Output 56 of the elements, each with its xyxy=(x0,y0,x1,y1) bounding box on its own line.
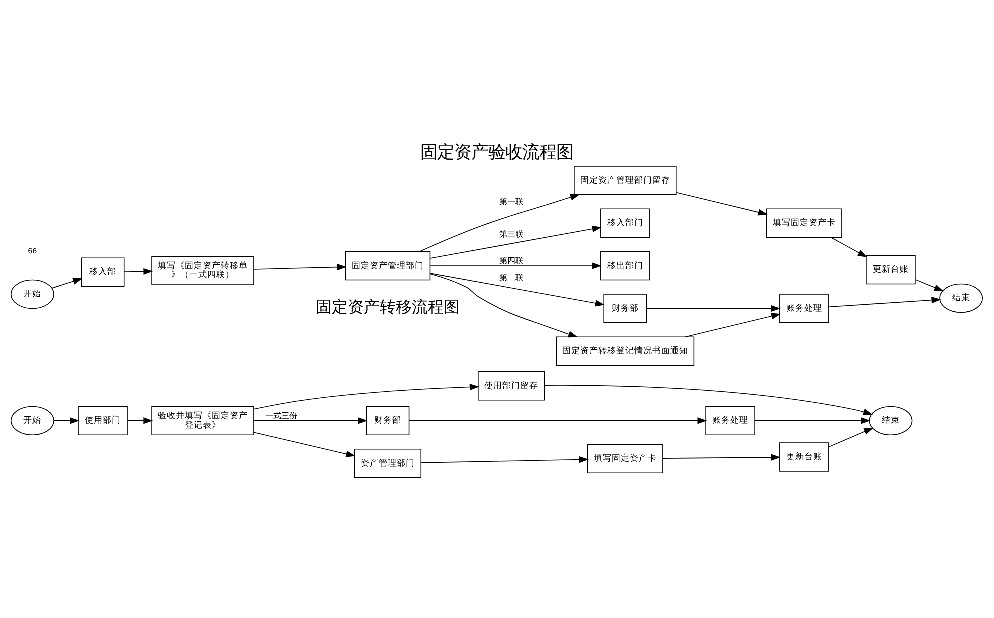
arrow xyxy=(685,312,782,337)
arrow xyxy=(420,456,589,463)
arrow xyxy=(254,432,356,457)
label: 固定资产转移流程图 xyxy=(316,297,460,316)
node-box: 财务部 xyxy=(366,406,410,436)
node-box: 使用部门留存 xyxy=(478,371,546,400)
node-box: 移入部门 xyxy=(600,208,650,238)
arrow xyxy=(124,268,154,275)
node-box: 固定资产转移登记情况书面通知 xyxy=(556,336,695,366)
arrow xyxy=(430,262,602,269)
arrow xyxy=(544,384,874,415)
arrow xyxy=(676,192,768,216)
node-box: 填写《固定资产转移单》（一式四联） xyxy=(152,256,254,285)
edge-label: 第三联 xyxy=(500,229,524,238)
edge-label: 一式三份 xyxy=(266,411,298,420)
node-box: 移出部门 xyxy=(600,250,650,280)
arrow xyxy=(254,383,480,410)
node-box: 验收并填写《固定资产登记表》 xyxy=(152,406,254,436)
arrow xyxy=(646,304,781,312)
node-box: 填写固定资产卡 xyxy=(588,444,664,473)
arrow xyxy=(754,417,871,424)
arrow xyxy=(52,278,83,288)
diagram-title: 固定资产验收流程图 xyxy=(420,142,574,163)
node-box: 固定资产管理部门 xyxy=(345,250,431,280)
node-box: 填写固定资产卡 xyxy=(766,208,842,238)
edge-label: 第二联 xyxy=(500,272,524,282)
arrow xyxy=(254,264,347,270)
arrow xyxy=(54,417,80,424)
edge-label: 第一联 xyxy=(500,196,524,206)
arrow xyxy=(127,417,154,424)
arrow xyxy=(254,417,368,424)
node-ellipse: 开始 xyxy=(10,279,54,309)
node-ellipse: 结束 xyxy=(940,283,984,313)
arrow xyxy=(430,273,578,338)
node-box: 账务处理 xyxy=(780,294,830,323)
node-box: 固定资产管理部门留存 xyxy=(574,166,677,195)
arrow xyxy=(662,454,781,460)
node-box: 账务处理 xyxy=(706,406,756,436)
arrow xyxy=(830,236,868,258)
arrow xyxy=(828,296,942,308)
node-box: 更新台账 xyxy=(866,254,916,284)
arrow xyxy=(430,225,602,258)
arrow xyxy=(419,194,580,252)
arrow xyxy=(430,272,605,306)
node-box: 资产管理部门 xyxy=(354,448,422,478)
label: 66 xyxy=(28,246,38,256)
node-box: 移入部 xyxy=(81,257,125,286)
node-box: 财务部 xyxy=(604,294,648,323)
node-ellipse: 开始 xyxy=(10,406,54,436)
arrow xyxy=(408,417,708,424)
node-box: 使用部门 xyxy=(78,406,128,436)
edge-label: 第四联 xyxy=(500,256,524,266)
arrow xyxy=(828,427,874,447)
node-box: 更新台账 xyxy=(780,442,830,472)
node-ellipse: 结束 xyxy=(869,406,913,436)
arrow xyxy=(915,279,944,292)
